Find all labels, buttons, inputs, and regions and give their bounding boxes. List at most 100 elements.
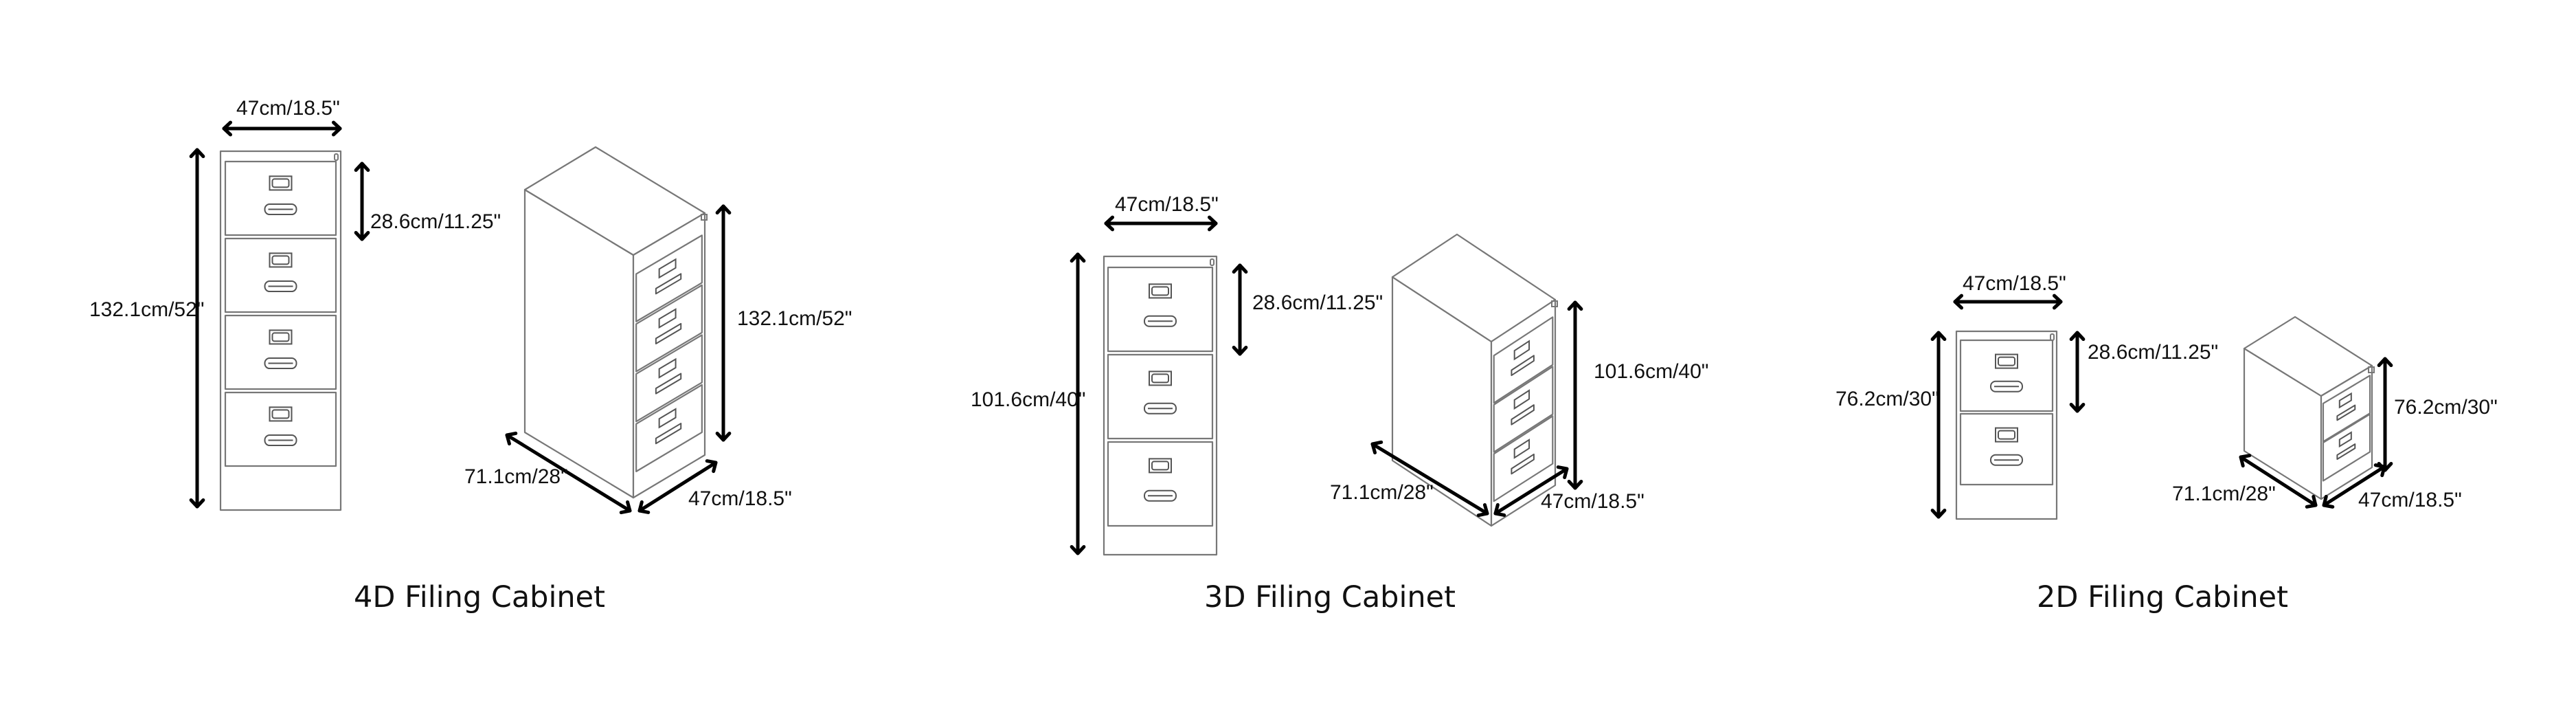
depth-arrow [1370,440,1489,518]
arrowhead-end [2373,463,2386,478]
front-view [1103,255,1218,556]
drawer-handle-icon [264,280,297,293]
drawer-handle-icon [1144,489,1177,502]
height-arrow [1070,252,1086,555]
drawer-front [1107,441,1214,527]
arrowhead-start [1104,215,1115,232]
iso-height-label: 101.6cm/40" [1594,360,1708,383]
drawer-height-label: 28.6cm/11.25" [1252,291,1383,314]
arrowhead-end [2069,402,2086,413]
drawer-panel [635,284,703,373]
drawer-panel [2322,375,2371,443]
cabinet-title: 4D Filing Cabinet [354,580,605,615]
drawer-handle-icon [1144,315,1177,327]
cabinet-title: 3D Filing Cabinet [1204,580,1456,615]
label-holder-icon [658,408,677,429]
drawer-panel [224,237,337,313]
arrowhead-start [1953,294,1964,310]
label-holder-icon [269,329,293,345]
drawer-height-arrow [1232,263,1248,356]
arrowhead-start [2239,454,2252,468]
drawer-panel [224,160,337,236]
depth-arrow [2239,454,2318,509]
iso-height-arrow [715,204,732,442]
drawer-front [224,160,337,236]
label-card [1998,430,2015,440]
arrowhead-start [2322,494,2335,509]
cabinet-2d-group: 47cm/18.5"28.6cm/11.25"76.2cm/30"76.2cm/… [1835,272,2498,615]
isometric-view [523,146,708,499]
depth-label: 71.1cm/28" [464,465,568,488]
drawer-height-label: 28.6cm/11.25" [370,210,501,233]
drawer-front [1493,415,1554,502]
drawer-panel [635,234,703,322]
arrowhead-end [331,120,342,137]
label-card [271,332,290,342]
label-card [271,255,290,265]
height-arrow [1930,331,1947,519]
arrowhead-start [2377,357,2393,368]
arrowhead-start [1070,252,1086,263]
lock-icon [1551,300,1558,307]
arrow-shaft [2322,465,2386,507]
label-holder-icon [269,252,293,268]
arrow-shaft [2239,455,2318,507]
depth-arrow [505,431,632,515]
label-holder-icon [1995,427,2018,443]
label-card [1998,356,2015,366]
label-holder-icon [1149,283,1172,299]
arrowhead-end [1232,345,1248,356]
drawer-handle-icon [2336,443,2356,461]
arrow-shaft [637,461,718,513]
drawer-handle-icon [264,203,297,216]
label-card [1151,461,1169,471]
drawer-panel [635,334,703,423]
drawer-handle-icon [264,357,297,370]
cabinet-title: 2D Filing Cabinet [2037,580,2288,615]
label-card [271,178,290,188]
isometric-view [2243,316,2375,500]
label-holder-icon [1513,438,1530,459]
drawer-front [1493,366,1554,453]
label-holder-icon [1995,353,2018,369]
lock-icon [334,153,339,161]
arrowhead-end [2305,494,2318,509]
drawer-front [1493,316,1554,404]
drawer-front [1107,266,1214,353]
iso-height-arrow [1567,300,1583,490]
arrowhead-start [222,120,233,137]
iso-width-label: 47cm/18.5" [688,487,792,510]
arrowhead-end [1476,502,1489,518]
drawer-handle-icon [2336,404,2356,421]
width-label: 47cm/18.5" [236,97,340,120]
drawer-front [1107,353,1214,440]
iso-width-label: 47cm/18.5" [1541,490,1645,513]
iso-width-arrow [2322,463,2386,509]
drawer-height-arrow [354,162,370,241]
iso-width-label: 47cm/18.5" [2358,489,2462,511]
arrowhead-start [1567,300,1583,311]
label-holder-icon [658,308,677,329]
drawer-panel [1107,353,1214,440]
arrowhead-start [1370,440,1383,455]
cabinet-4d-group: 47cm/18.5"28.6cm/11.25"132.1cm/52"132.1c… [89,97,852,615]
arrow-shaft [505,433,632,513]
arrowhead-start [1232,263,1248,274]
height-label: 132.1cm/52" [89,298,204,321]
drawer-front [1959,412,2054,486]
arrowhead-end [1207,215,1218,232]
arrowhead-end [2052,294,2063,310]
label-holder-icon [658,258,677,279]
drawer-panel [1493,316,1554,404]
arrowhead-start [637,500,651,514]
iso-height-label: 76.2cm/30" [2394,396,2498,419]
drawer-front [635,234,703,322]
arrowhead-start [189,148,205,159]
label-card [271,409,290,419]
arrowhead-start [715,204,732,215]
label-holder-icon [1513,340,1530,361]
drawer-front [635,284,703,373]
drawer-handle-icon [264,434,297,447]
drawer-front [635,334,703,423]
